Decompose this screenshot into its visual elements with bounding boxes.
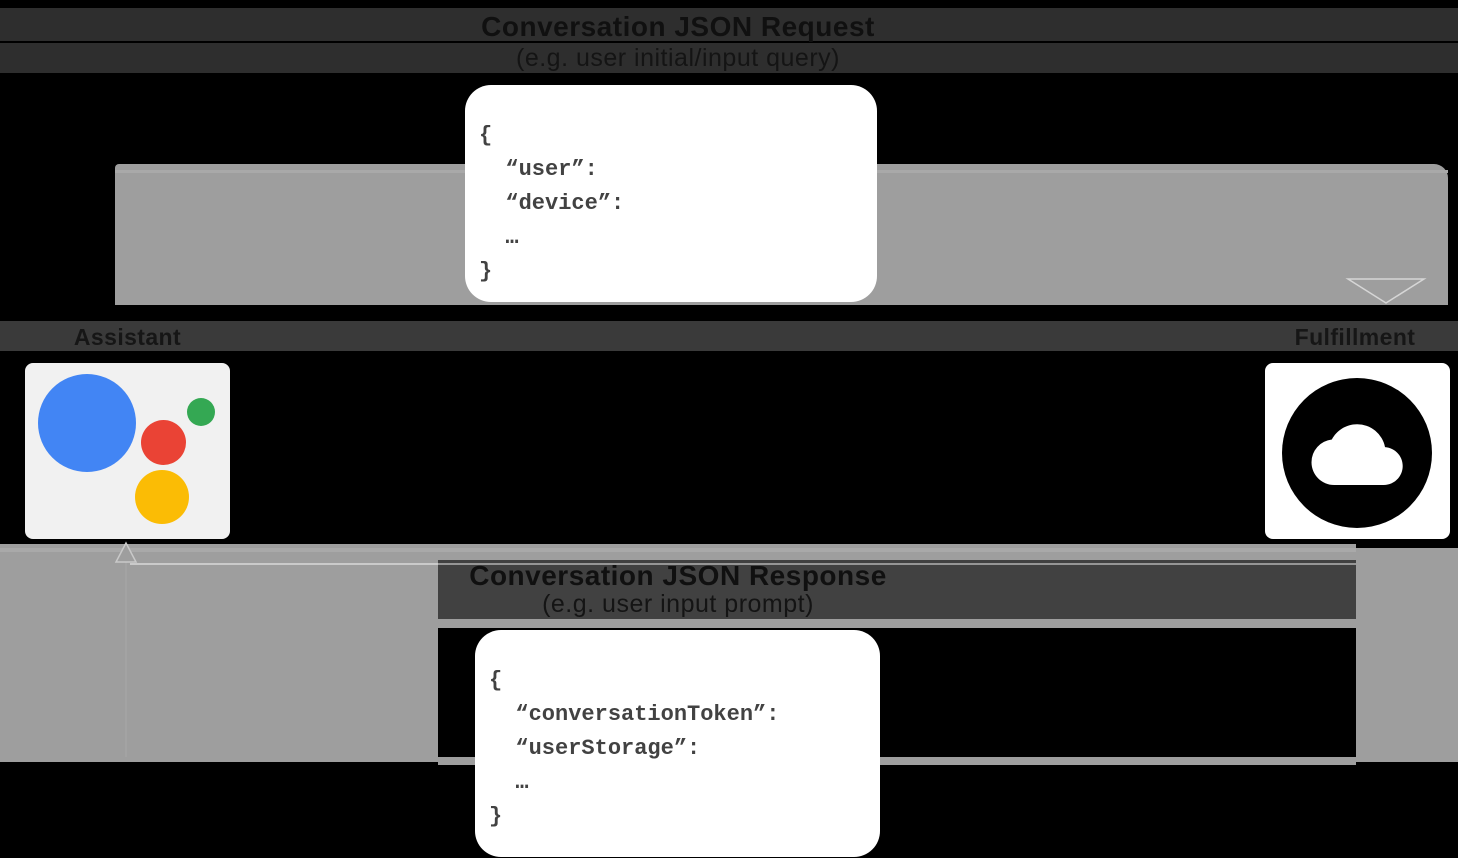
assistant-logo-yellow-circle [135,470,189,524]
response-arrowhead-up-icon [114,541,138,563]
fulfillment-tile [1265,363,1450,539]
assistant-logo-green-circle [187,398,215,426]
response-title-band [438,560,1356,619]
request-title: Conversation JSON Request [481,11,875,42]
response-title: Conversation JSON Response [469,560,887,591]
request-title-band [0,8,1458,41]
node-label-band [0,321,1458,351]
response-subtitle: (e.g. user input prompt) [542,590,814,618]
cloud-icon [1282,378,1432,528]
request-subtitle: (e.g. user initial/input query) [516,44,840,72]
response-arrow-band-left [0,544,438,762]
assistant-logo-red-circle [141,420,186,465]
request-json-code: { “user”: “device”: … } [479,123,625,284]
request-subtitle-band [0,43,1458,73]
response-arrow-band-bottom [438,757,1356,765]
assistant-tile [25,363,230,539]
request-arrowhead-down-icon [1345,278,1427,304]
request-json-card: { “user”: “device”: … } [465,85,877,302]
response-json-card: { “conversationToken”: “userStorage”: … … [475,630,880,857]
response-arrow-inner-line [130,563,1356,565]
response-arrow-band-mid [438,619,1356,628]
response-json-code: { “conversationToken”: “userStorage”: … … [489,668,780,829]
assistant-logo-blue-circle [38,374,136,472]
fulfillment-label: Fulfillment [1294,324,1416,350]
response-arrow-column [1356,548,1458,762]
assistant-label: Assistant [73,324,182,350]
response-arrow-highlight [0,548,1356,552]
